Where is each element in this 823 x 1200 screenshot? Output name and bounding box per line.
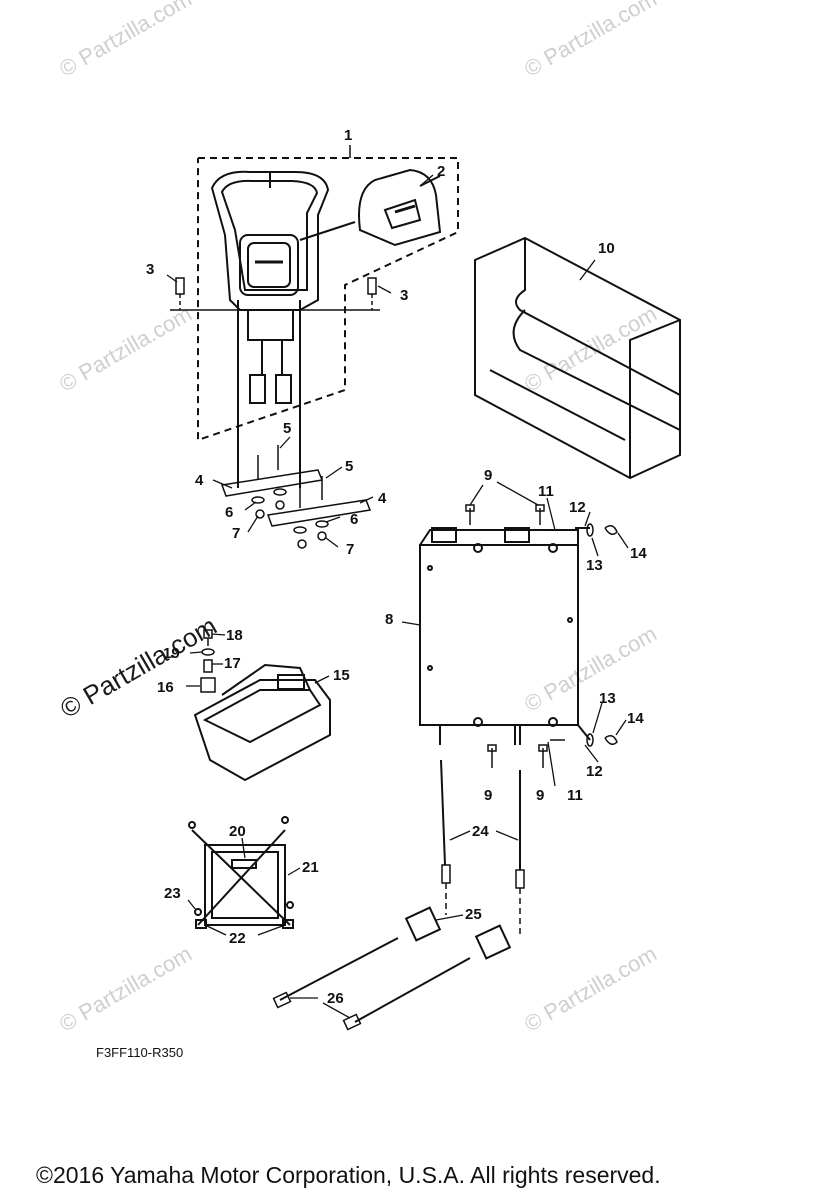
callout-13: 13 [599,690,616,707]
connector-25-upper [279,906,442,1001]
callout-23: 23 [164,885,181,902]
callout-4: 4 [378,490,387,507]
callout-5: 5 [283,420,291,437]
cover [299,168,442,247]
screw-3-right [367,277,377,310]
callout-5: 5 [345,458,353,475]
callout-2: 2 [437,163,445,180]
callout-4: 4 [195,472,204,489]
callout-15: 15 [333,667,350,684]
mount-plate-20 [188,816,294,929]
callout-10: 10 [598,240,615,257]
callout-13: 13 [586,557,603,574]
screw-3-left [175,277,185,310]
callout-1: 1 [344,127,352,144]
callout-21: 21 [302,859,319,876]
callout-14: 14 [627,710,644,727]
callout-24: 24 [472,823,489,840]
callout-25: 25 [465,906,482,923]
copyright-notice: ©2016 Yamaha Motor Corporation, U.S.A. A… [36,1162,661,1188]
callout-9: 9 [484,467,492,484]
connector-25-lower [354,924,512,1023]
module-15 [193,663,331,782]
cover-box-10 [474,236,681,480]
callout-6: 6 [350,511,358,528]
callout-11: 11 [567,787,583,804]
callout-7: 7 [346,541,354,558]
callout-14: 14 [630,545,647,562]
callout-19: 19 [163,645,180,662]
callout-16: 16 [157,679,174,696]
callout-11: 11 [538,483,554,500]
callout-9: 9 [484,787,492,804]
control-unit-8 [419,527,591,745]
callout-7: 7 [232,525,240,542]
remote-control-head [210,170,330,488]
callout-9: 9 [536,787,544,804]
drawing-code: F3FF110-R350 [96,1045,184,1060]
bracket-plate-4-lower [266,499,372,527]
callout-3: 3 [146,261,154,278]
callout-17: 17 [224,655,241,672]
callout-20: 20 [229,823,246,840]
callout-22: 22 [229,930,246,947]
assembly-1-boundary [197,157,459,442]
callout-26: 26 [327,990,344,1007]
callout-6: 6 [225,504,233,521]
callout-12: 12 [586,763,603,780]
callout-18: 18 [226,627,243,644]
callout-3: 3 [400,287,408,304]
callout-8: 8 [385,611,393,628]
callout-12: 12 [569,499,586,516]
